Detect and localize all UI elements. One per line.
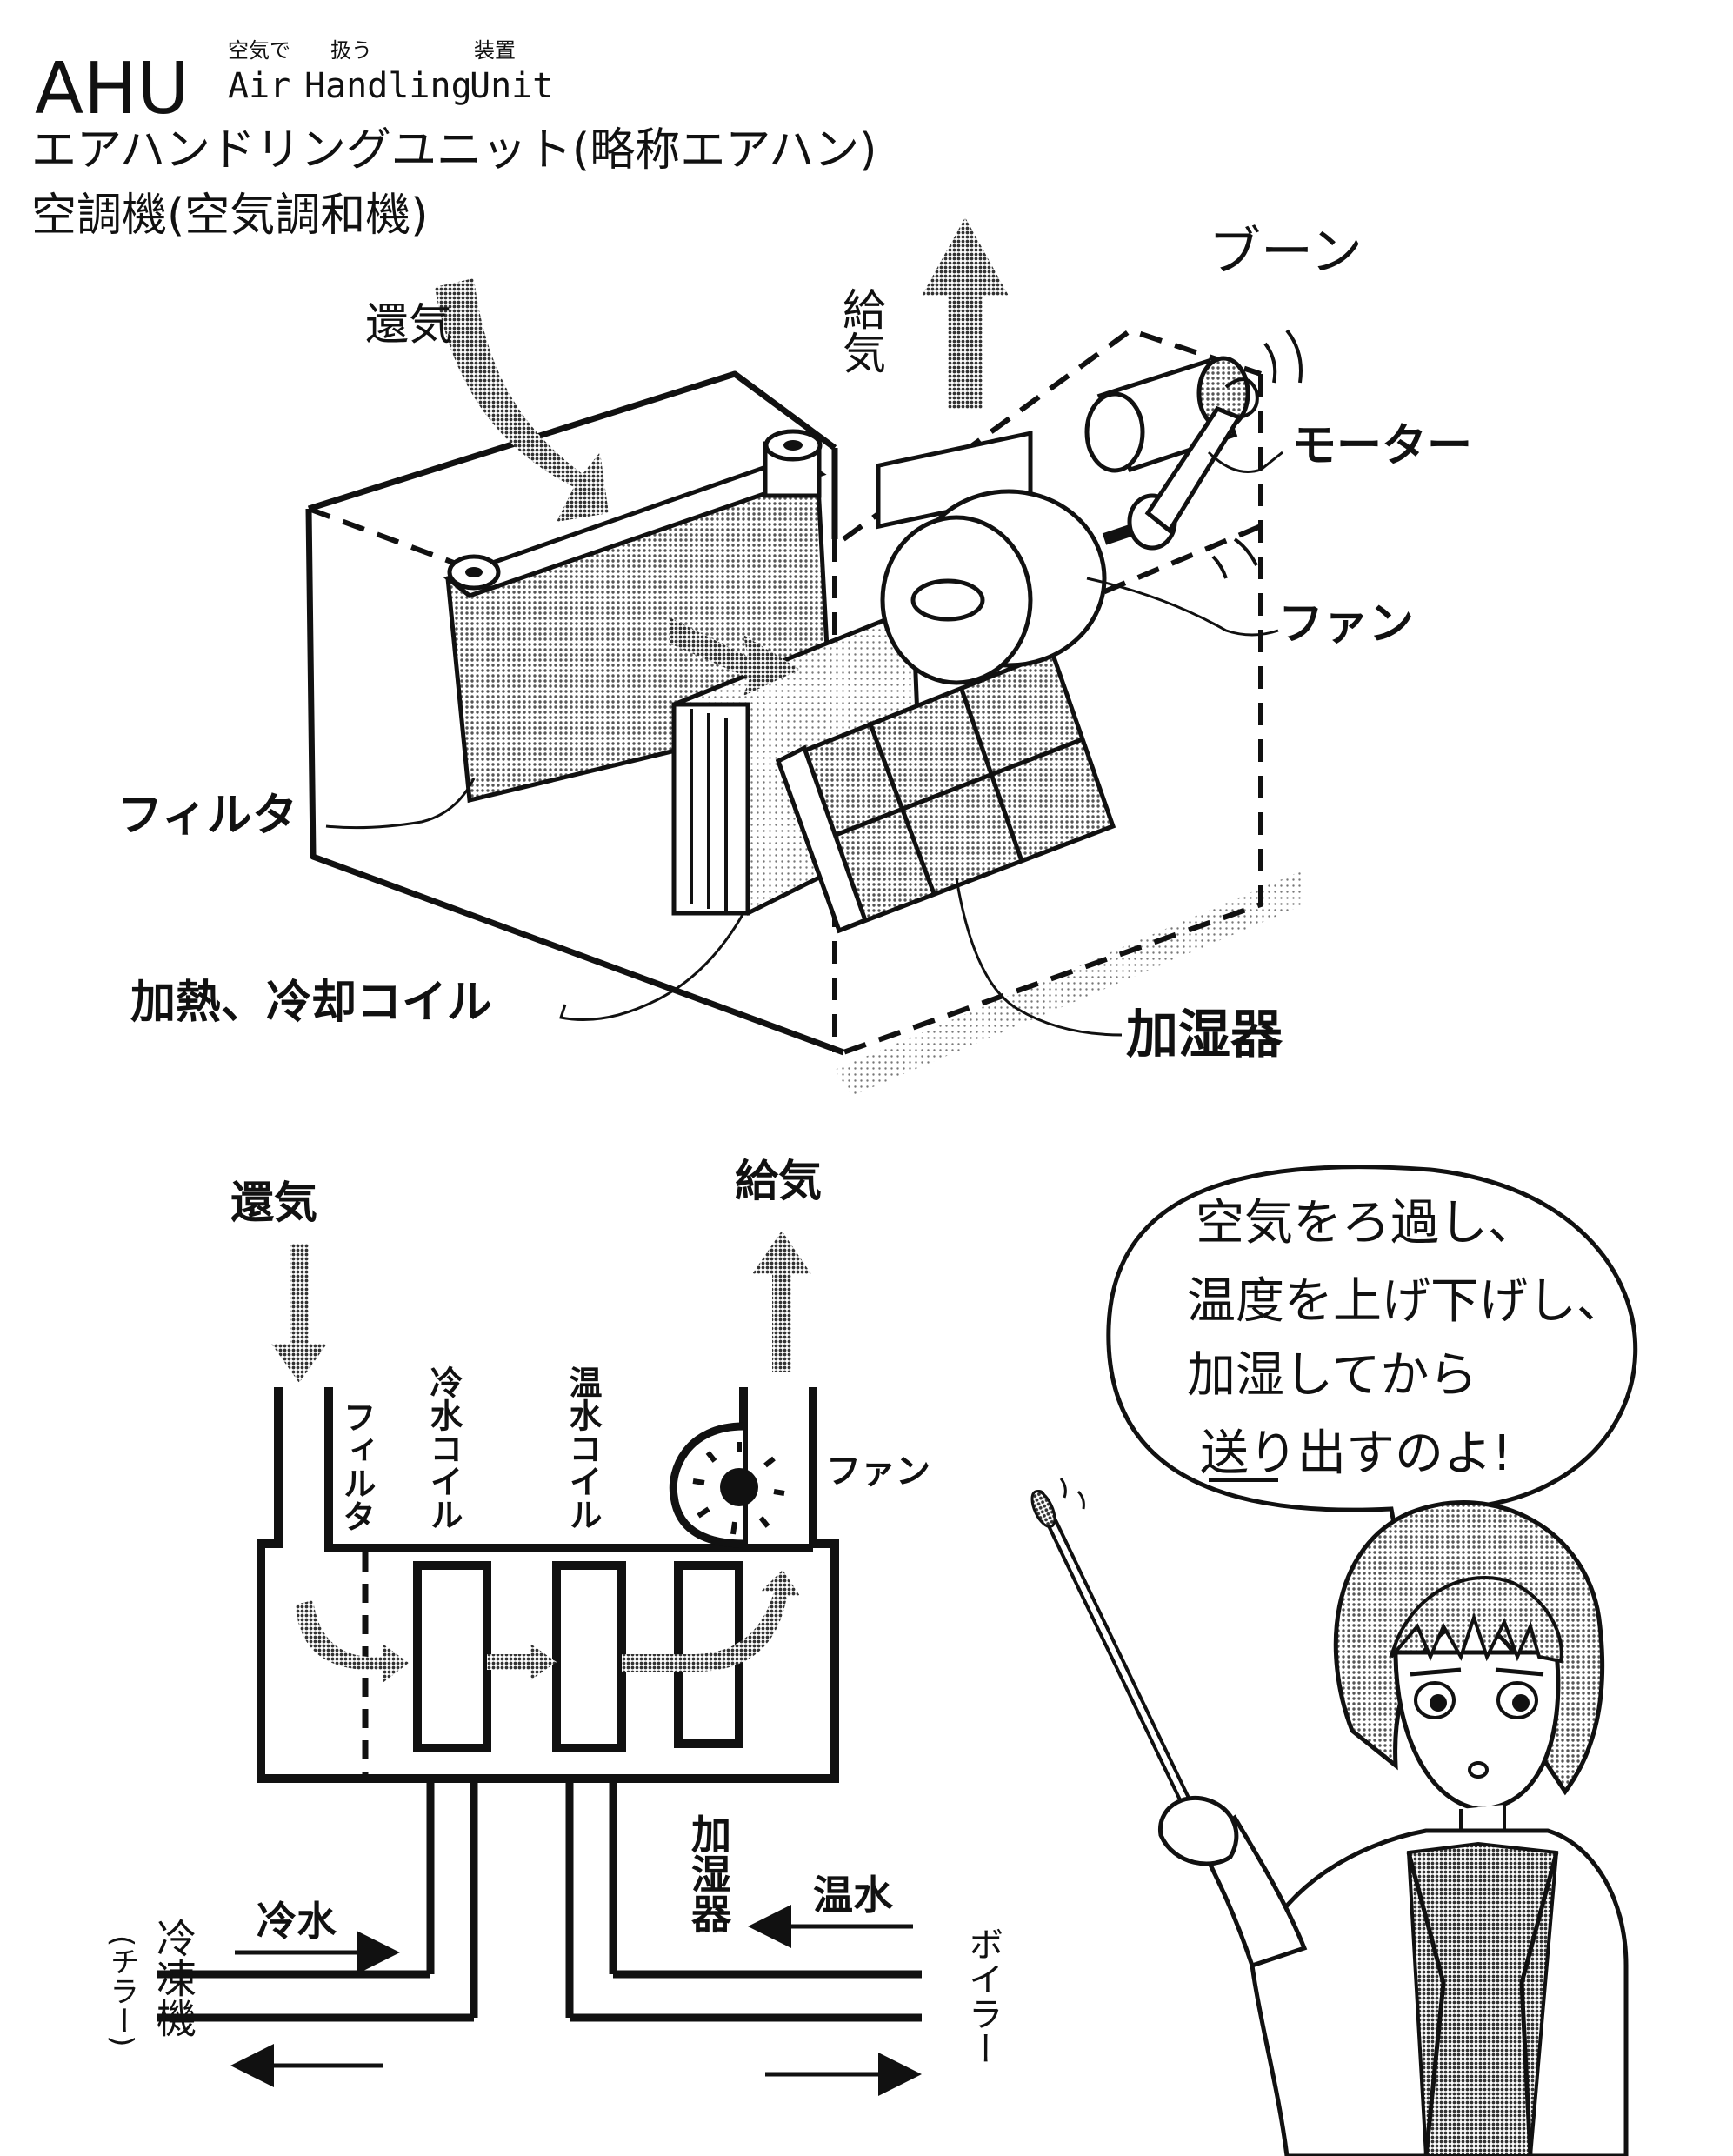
- coil-label: 加熱、冷却コイル: [130, 977, 492, 1029]
- motor-unit: [1084, 356, 1259, 534]
- cold-coil-label: 冷水コイル: [424, 1365, 463, 1531]
- supply-air-label-bottom: 給気: [735, 1156, 822, 1206]
- return-air-label-top-text: 還気: [365, 299, 452, 350]
- speech-line-1: 空気をろ過し、: [1196, 1195, 1536, 1252]
- leader-lines: [325, 451, 1283, 1037]
- filter-label-top: フィルタ: [117, 790, 297, 842]
- word-unit: Unit: [470, 66, 553, 106]
- header: AHU 空気で Air 扱う Handling 装置 Unit エアハンドリング…: [31, 38, 876, 242]
- hot-water-coil: [552, 1561, 626, 1752]
- humidifier-label-bottom: 加湿器: [685, 1813, 732, 1933]
- schematic-fan: [669, 1422, 785, 1548]
- filter-unit: [443, 429, 833, 804]
- filter-label-bottom: フィルタ: [337, 1400, 376, 1532]
- floor-shadow: [835, 870, 1304, 1096]
- sound-label: ブーン: [1209, 222, 1363, 283]
- supply-air-label-top: 給気: [836, 287, 886, 374]
- teacher-character: [1030, 1478, 1629, 2156]
- hot-water-label: 温水: [813, 1872, 894, 1919]
- return-air-label-bottom: 還気: [230, 1178, 317, 1228]
- hot-coil-label: 温水コイル: [563, 1365, 602, 1531]
- katakana-name: エアハンドリングユニット(略称エアハン): [31, 124, 876, 177]
- ruby-handling: 扱う: [330, 38, 372, 63]
- kanji-name: 空調機(空気調和機): [31, 190, 429, 242]
- supply-air-arrow: [922, 217, 1009, 409]
- fan-unit: [876, 431, 1177, 685]
- fan-label-top: ファン: [1278, 598, 1414, 651]
- speech-line-2: 温度を上げ下げし、: [1187, 1273, 1625, 1330]
- motor-vibration-lines: [1211, 329, 1303, 579]
- word-air: Air: [228, 66, 290, 106]
- pipes: [157, 1779, 922, 2022]
- ruby-unit: 装置: [474, 38, 516, 63]
- internal-flow-arrow: [670, 617, 800, 696]
- schematic-casing: [257, 1387, 839, 1783]
- return-air-label-top: 還気: [365, 299, 452, 350]
- shirt: [1406, 1841, 1559, 2156]
- acronym-title: AHU: [35, 48, 190, 130]
- fan-label-bottom: ファン: [826, 1452, 930, 1492]
- ahu-casing-solid-edges: [305, 370, 845, 1056]
- ahu-schematic: 還気 給気 フィルタ 冷水コイル 温水コイル ファン 加湿器 冷水 温水 冷凍機…: [104, 1156, 1003, 2096]
- return-air-arrow: [435, 278, 609, 522]
- supply-air-arrow-bottom: [752, 1231, 811, 1372]
- word-handling: Handling: [304, 66, 472, 106]
- water-flow-arrows: [230, 1905, 922, 2096]
- motor-label: モーター: [1291, 420, 1472, 472]
- face: [1393, 1650, 1561, 1812]
- pointer-tip: [1030, 1490, 1056, 1528]
- mouth: [1468, 1761, 1489, 1779]
- cold-water-coil: [413, 1561, 491, 1752]
- boiler-label: ボイラー: [963, 1926, 1003, 2066]
- cold-water-label: 冷水: [257, 1898, 337, 1945]
- hand: [1158, 1795, 1239, 1866]
- humidifier-unit: [775, 649, 1116, 934]
- chiller-reading-label: (チラー): [104, 1935, 139, 2047]
- ahu-3d-diagram: 還気 給気 ブーン モーター ファン フィルタ 加熱、冷却コイル 加湿器: [117, 217, 1472, 1096]
- ruby-air: 空気で: [228, 38, 290, 63]
- speech-bubble: 空気をろ過し、 温度を上げ下げし、 加湿してから 送り出すのよ!: [1106, 1165, 1638, 1564]
- humidifier-label-top: 加湿器: [1126, 1005, 1283, 1065]
- speech-line-3: 加湿してから: [1187, 1347, 1477, 1404]
- chiller-label: 冷凍機: [150, 1918, 197, 2038]
- schematic-flow-arrows: [296, 1570, 800, 1683]
- return-air-arrow-bottom: [271, 1244, 327, 1383]
- speech-line-4: 送り出すのよ!: [1200, 1425, 1511, 1482]
